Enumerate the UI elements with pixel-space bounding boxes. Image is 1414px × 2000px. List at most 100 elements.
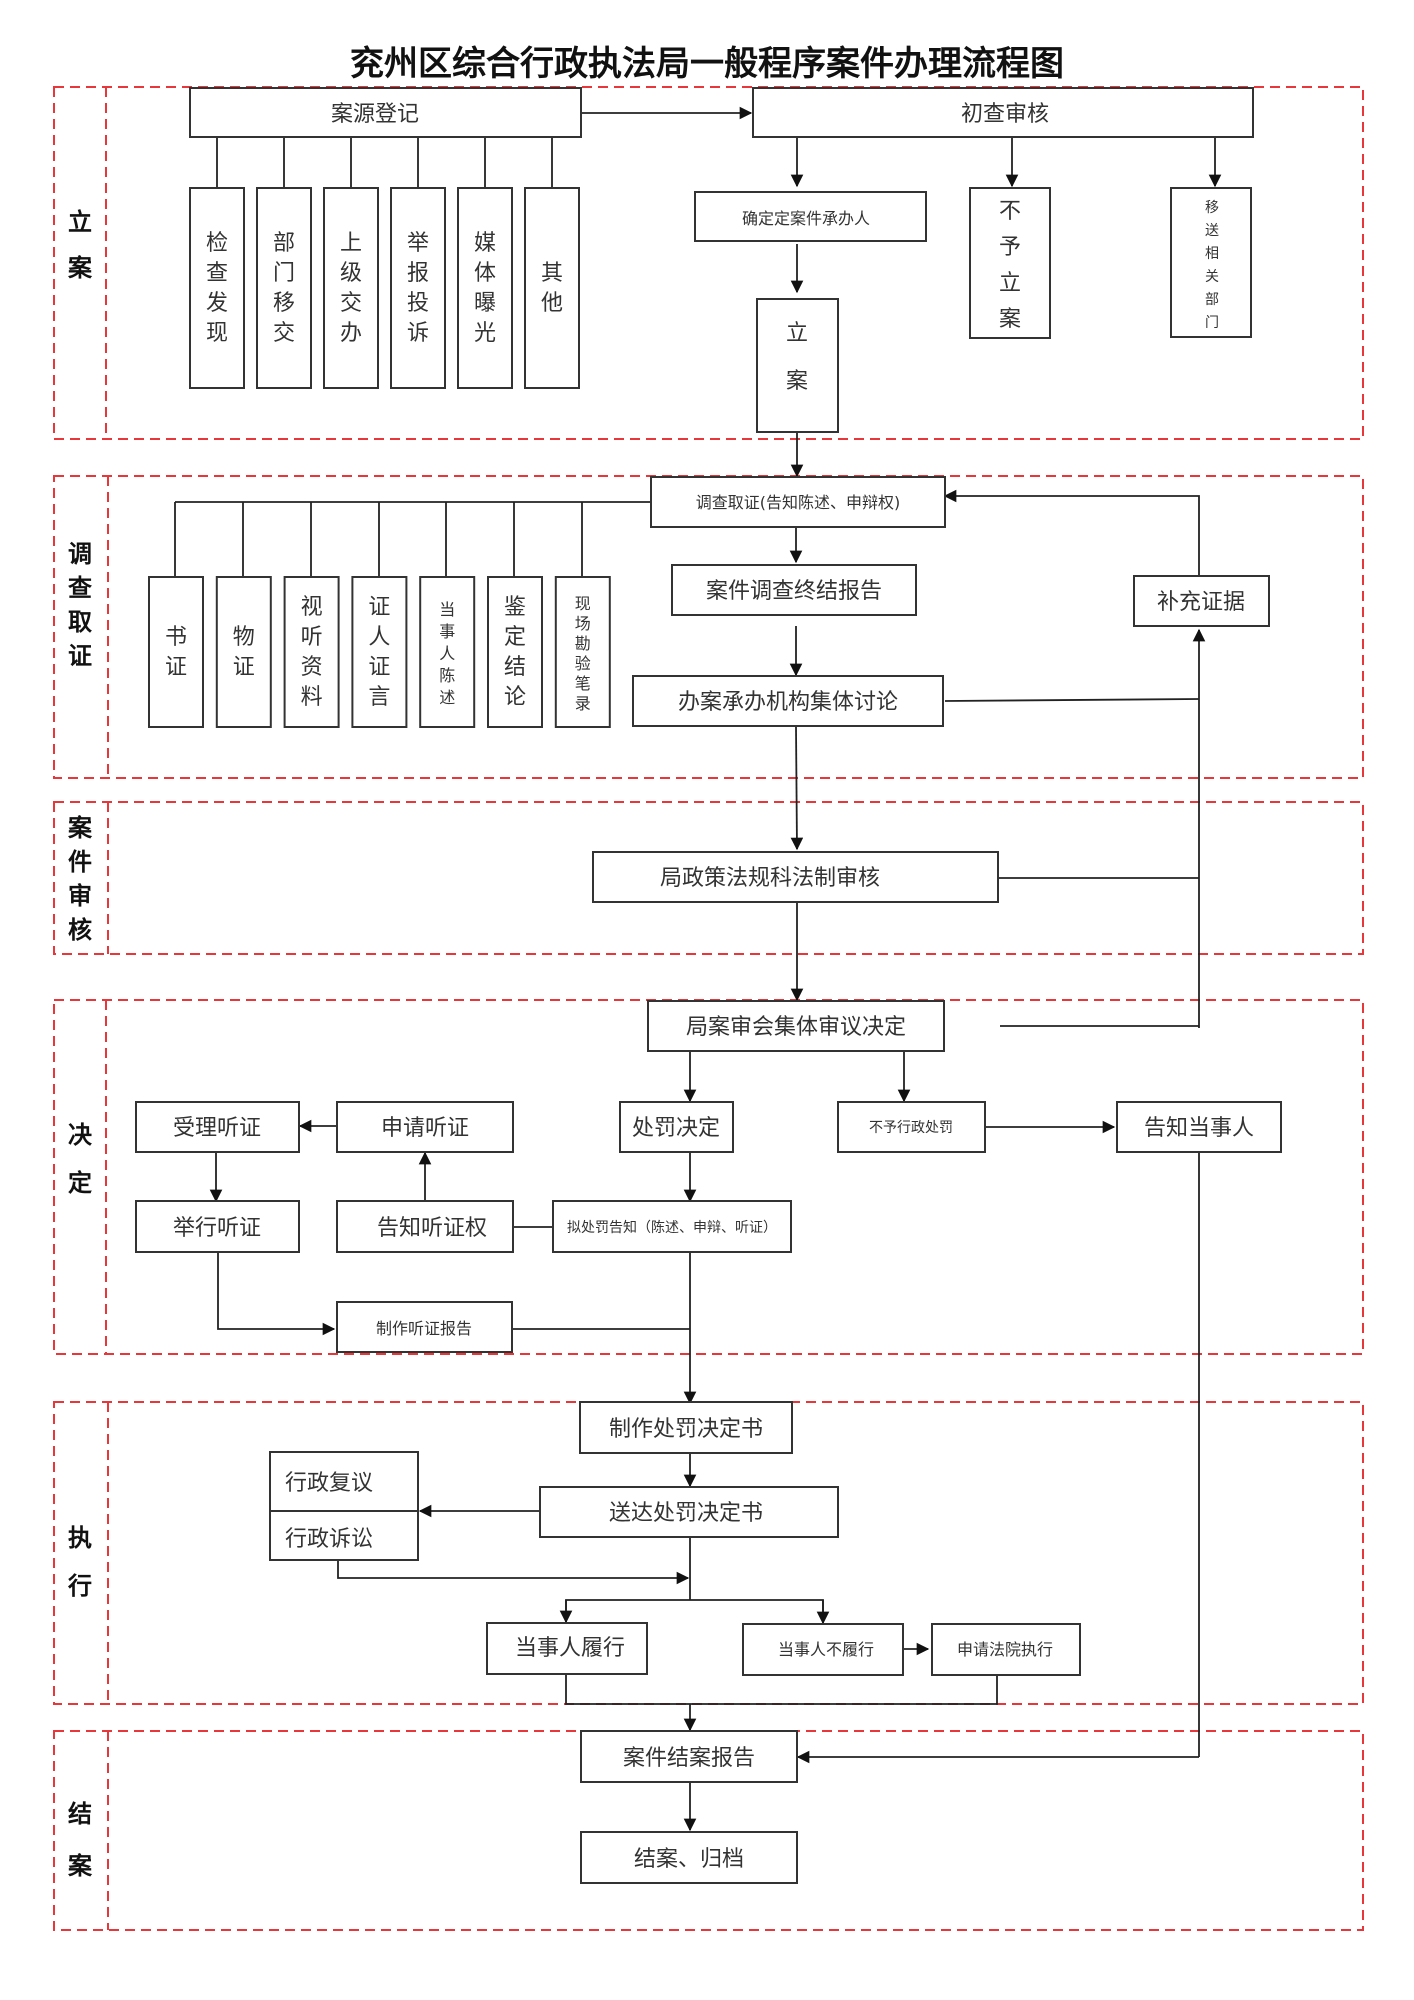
evidence-type-item[interactable]: 鉴定结论	[487, 576, 543, 728]
svg-text:举行听证: 举行听证	[173, 1216, 261, 1241]
label-admin-litigation: 行政诉讼	[285, 1527, 373, 1552]
svg-text:申请法院执行: 申请法院执行	[957, 1640, 1053, 1659]
node-apply-hearing[interactable]: 申请听证	[336, 1101, 514, 1153]
svg-text:制作听证报告: 制作听证报告	[376, 1319, 472, 1338]
node-hold-hearing[interactable]: 举行听证	[135, 1200, 300, 1253]
svg-text:案件调查终结报告: 案件调查终结报告	[706, 579, 882, 604]
node-no-penalty[interactable]: 不予行政处罚	[837, 1101, 986, 1153]
case-source-item[interactable]: 其他	[524, 187, 580, 389]
edge-remedy-to-main	[337, 1560, 690, 1585]
node-deliver-decision-doc[interactable]: 送达处罚决定书	[539, 1486, 839, 1538]
svg-text:告知当事人: 告知当事人	[1144, 1116, 1254, 1141]
case-source-list: 检查发现 部门移交 上级交办 举报投诉 媒体曝光 其他	[189, 187, 580, 389]
svg-text:不予立案: 不予立案	[999, 199, 1021, 332]
case-source-label: 举报投诉	[407, 231, 429, 346]
evidence-type-label: 视听资料	[301, 595, 323, 710]
evidence-type-item[interactable]: 当事人陈述	[419, 576, 476, 728]
case-source-label: 上级交办	[340, 231, 362, 346]
svg-text:补充证据: 补充证据	[1157, 590, 1245, 615]
node-collective-discussion[interactable]: 办案承办机构集体讨论	[632, 675, 944, 727]
stage-frame-jiean	[53, 1730, 1364, 1931]
stage-frame-shenhe	[53, 801, 1364, 955]
evidence-type-label: 鉴定结论	[504, 595, 526, 710]
edge-hold-to-report	[217, 1252, 336, 1336]
case-source-label: 其他	[541, 261, 563, 316]
edge-merge	[565, 1674, 998, 1705]
stage-label-jueding: 决定	[68, 1121, 93, 1197]
node-proposed-penalty-notice[interactable]: 拟处罚告知（陈述、申辩、听证）	[552, 1200, 792, 1253]
evidence-type-item[interactable]: 视听资料	[283, 576, 340, 728]
nodes: 案源登记 初查审核 检查发现 部门移交 上级交办 举报投诉 媒体曝光 其他 确定定案件承办…	[135, 87, 1282, 1884]
node-case-source-register[interactable]: 案源登记	[189, 87, 582, 138]
evidence-type-item[interactable]: 书证	[148, 576, 204, 728]
svg-text:案件结案报告: 案件结案报告	[623, 1746, 755, 1771]
stage-label-lian: 立案	[67, 208, 93, 282]
stage-label-zhixing: 执行	[67, 1524, 92, 1600]
node-initial-review[interactable]: 初查审核	[752, 87, 1254, 138]
stage-frame-lian	[53, 86, 1364, 440]
svg-text:申请听证: 申请听证	[381, 1116, 469, 1141]
evidence-type-item[interactable]: 现场勘验笔录	[554, 576, 611, 728]
evidence-type-label: 当事人陈述	[439, 600, 455, 707]
svg-text:立案: 立案	[786, 321, 808, 394]
evidence-type-label: 现场勘验笔录	[575, 594, 591, 713]
edge-discussion-to-supplement-line	[944, 698, 1200, 702]
node-accept-hearing[interactable]: 受理听证	[135, 1101, 300, 1153]
node-notify-party[interactable]: 告知当事人	[1116, 1101, 1282, 1153]
case-source-item[interactable]: 检查发现	[189, 187, 245, 389]
node-supplement-evidence[interactable]: 补充证据	[1133, 575, 1270, 627]
node-penalty-decision[interactable]: 处罚决定	[619, 1101, 734, 1153]
case-source-label: 部门移交	[273, 231, 295, 346]
case-source-item[interactable]: 部门移交	[256, 187, 312, 389]
evidence-type-item[interactable]: 物证	[215, 576, 272, 728]
node-party-complies[interactable]: 当事人履行	[486, 1622, 648, 1675]
edge-supplement-to-investigation	[943, 489, 1200, 575]
stage-frame-jueding	[53, 999, 1364, 1355]
node-transfer-dept[interactable]: 移送相关部门	[1170, 187, 1252, 338]
svg-text:办案承办机构集体讨论: 办案承办机构集体讨论	[678, 690, 898, 715]
svg-text:送达处罚决定书: 送达处罚决定书	[609, 1501, 763, 1526]
node-no-filing[interactable]: 不予立案	[969, 187, 1051, 339]
evidence-type-item[interactable]: 证人证言	[351, 576, 408, 728]
node-close-archive[interactable]: 结案、归档	[580, 1831, 798, 1884]
node-hearing-report[interactable]: 制作听证报告	[336, 1301, 513, 1353]
svg-text:移送相关部门: 移送相关部门	[1205, 200, 1219, 331]
stage-label-diaocha: 调查取证	[68, 540, 92, 670]
case-source-item[interactable]: 媒体曝光	[457, 187, 513, 389]
node-assign-handler[interactable]: 确定定案件承办人	[694, 191, 927, 242]
svg-text:不予行政处罚: 不予行政处罚	[869, 1120, 953, 1136]
node-closing-report[interactable]: 案件结案报告	[580, 1730, 798, 1783]
node-investigation[interactable]: 调查取证(告知陈述、申辩权)	[650, 476, 946, 528]
diagram-title: 兖州区综合行政执法局一般程序案件办理流程图	[350, 44, 1064, 84]
node-file-case[interactable]: 立案	[756, 298, 839, 433]
stage-labels: 立案 调查取证 案件审核 决定 执行 结案	[67, 208, 93, 1880]
svg-text:告知听证权: 告知听证权	[377, 1216, 487, 1241]
node-court-enforcement[interactable]: 申请法院执行	[931, 1623, 1081, 1676]
stage-label-shenhe: 案件审核	[67, 814, 93, 944]
node-party-not-comply[interactable]: 当事人不履行	[742, 1623, 904, 1676]
svg-text:受理听证: 受理听证	[173, 1116, 261, 1141]
case-source-item[interactable]: 举报投诉	[390, 187, 446, 389]
svg-text:处罚决定: 处罚决定	[632, 1116, 720, 1141]
node-committee-decision[interactable]: 局案审会集体审议决定	[647, 1000, 945, 1052]
node-investigation-report[interactable]: 案件调查终结报告	[671, 564, 917, 616]
svg-text:当事人履行: 当事人履行	[515, 1636, 625, 1661]
connectors	[174, 106, 1222, 1832]
svg-text:初查审核: 初查审核	[961, 102, 1049, 127]
node-make-decision-doc[interactable]: 制作处罚决定书	[579, 1401, 793, 1454]
svg-text:拟处罚告知（陈述、申辩、听证）: 拟处罚告知（陈述、申辩、听证）	[567, 1219, 777, 1236]
case-source-label: 检查发现	[206, 231, 228, 346]
evidence-type-label: 证人证言	[368, 595, 390, 710]
node-notify-hearing-right[interactable]: 告知听证权	[336, 1200, 514, 1253]
node-legal-review[interactable]: 局政策法规科法制审核	[592, 851, 999, 903]
case-source-label: 媒体曝光	[474, 231, 496, 346]
evidence-type-label: 物证	[233, 625, 255, 680]
svg-text:局政策法规科法制审核: 局政策法规科法制审核	[660, 866, 880, 891]
evidence-type-label: 书证	[165, 625, 187, 680]
svg-text:确定定案件承办人: 确定定案件承办人	[742, 209, 870, 228]
svg-text:局案审会集体审议决定: 局案审会集体审议决定	[686, 1015, 906, 1040]
node-admin-remedy[interactable]: 行政复议 行政诉讼	[269, 1451, 419, 1561]
case-source-item[interactable]: 上级交办	[323, 187, 379, 389]
